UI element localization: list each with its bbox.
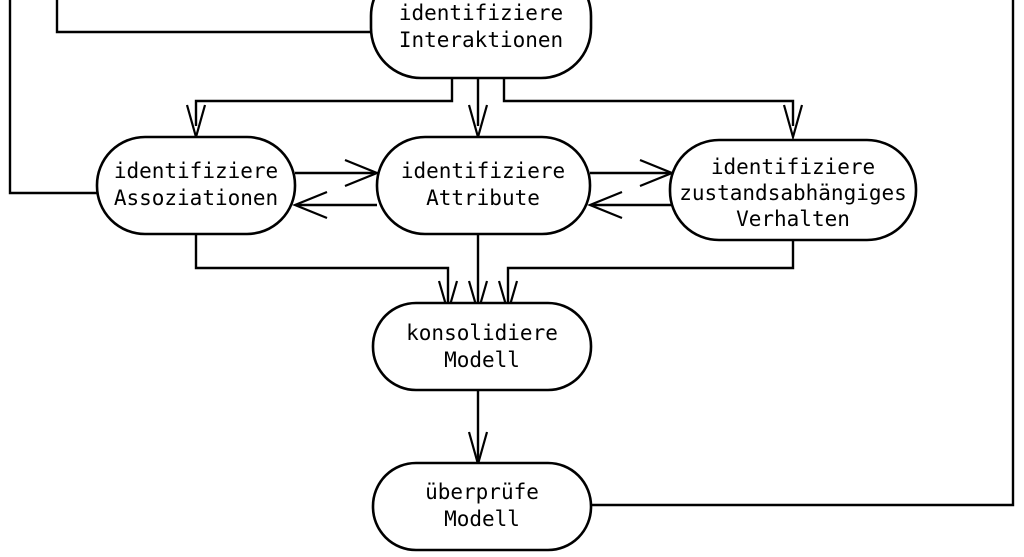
edge-interaktionen-to-assoziationen (194, 78, 454, 126)
edge-ueberpruefe-to-right-rail (592, 0, 1015, 507)
node-label-verhalten-line3: Verhalten (736, 207, 850, 231)
node-label-konsolidiere-line1: konsolidiere (406, 321, 558, 345)
node-label-ueberpruefe-line2: Modell (444, 507, 520, 531)
node-label-attribute-line1: identifiziere (401, 159, 565, 183)
node-shape-interaktionen (369, 0, 593, 80)
node-konsolidiere-modell[interactable]: konsolidiere Modell (371, 301, 593, 392)
node-identifiziere-attribute[interactable]: identifiziere Attribute (375, 135, 592, 236)
node-label-interaktionen-line2: Interaktionen (399, 28, 563, 52)
edge-interaktionen-to-verhalten (502, 78, 795, 126)
node-shape-verhalten (668, 138, 918, 242)
node-label-interaktionen-line1: identifiziere (399, 1, 563, 25)
node-shape-konsolidiere (371, 301, 593, 392)
edge-verhalten-to-konsolidiere (506, 240, 795, 302)
node-shape-assoziationen (95, 135, 297, 236)
arrowhead-into-verhalten (782, 104, 804, 142)
node-label-assoziationen-line1: identifiziere (114, 159, 278, 183)
connector-group (8, 0, 1015, 507)
node-label-konsolidiere-line2: Modell (444, 348, 520, 372)
node-identifiziere-zustandsabhaengiges-verhalten[interactable]: identifiziere zustandsabhängiges Verhalt… (668, 138, 918, 242)
node-label-ueberpruefe-line1: überprüfe (425, 480, 539, 504)
node-label-assoziationen-line2: Assoziationen (114, 186, 278, 210)
edge-feedback-top-rail (55, 0, 371, 34)
node-identifiziere-interaktionen[interactable]: identifiziere Interaktionen (369, 0, 593, 80)
node-ueberpruefe-modell[interactable]: überprüfe Modell (371, 461, 593, 552)
node-label-verhalten-line2: zustandsabhängiges (679, 181, 907, 205)
arrowhead-assoziationen-to-attribute (344, 158, 380, 188)
node-shape-attribute (375, 135, 592, 236)
arrowhead-verhalten-to-attribute (587, 190, 623, 220)
node-identifiziere-assoziationen[interactable]: identifiziere Assoziationen (95, 135, 297, 236)
node-label-attribute-line2: Attribute (426, 186, 540, 210)
node-label-verhalten-line1: identifiziere (711, 155, 875, 179)
edge-feedback-left-rail (8, 0, 97, 195)
edge-assoziationen-to-konsolidiere (194, 234, 450, 302)
node-shape-ueberpruefe (371, 461, 593, 552)
arrowhead-attribute-to-assoziationen (292, 190, 328, 220)
